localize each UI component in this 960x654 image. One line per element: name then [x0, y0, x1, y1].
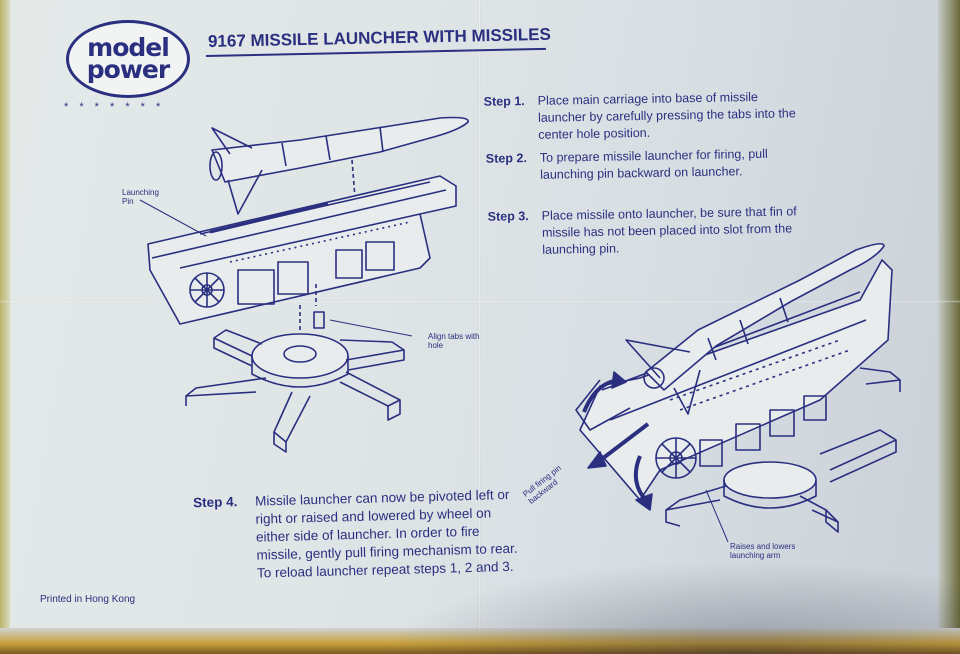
printed-in-note: Printed in Hong Kong [40, 594, 136, 605]
logo-word-power: power [86, 55, 170, 84]
missile-drawing-exploded [209, 116, 469, 215]
callout-raises-lowers: Raises and lowers launching arm [730, 542, 796, 560]
callout-launching-pin: Launching Pin [122, 188, 159, 206]
logo-word-model: model [87, 33, 170, 62]
page-edge-left [0, 0, 10, 654]
launcher-base-exploded [185, 304, 405, 453]
brand-logo: model power [66, 20, 190, 98]
page-edge-bottom [0, 628, 960, 654]
callout-align-tabs: Align tabs with hole [428, 332, 480, 350]
page-edge-right [938, 0, 960, 654]
fold-line-horizontal [0, 300, 960, 303]
launcher-carriage-exploded [147, 175, 457, 325]
launcher-assembled-drawing [575, 242, 901, 543]
star-row: * * * * * * * [64, 101, 165, 113]
fold-line-vertical [478, 0, 481, 630]
paper-shadow [380, 560, 960, 654]
